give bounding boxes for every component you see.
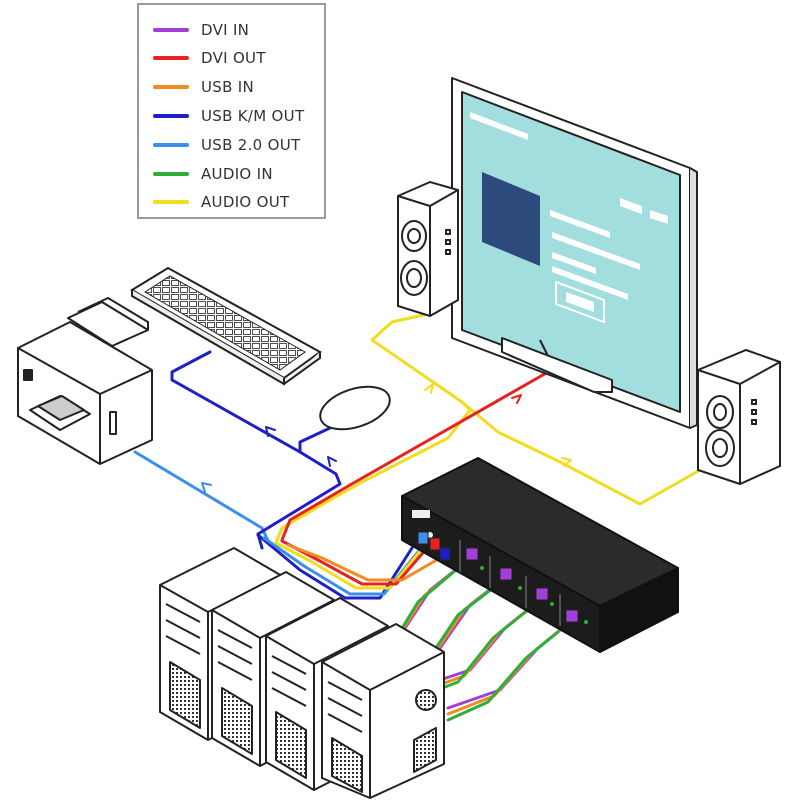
legend-swatch — [153, 200, 189, 204]
dvi-out-cable — [280, 370, 550, 542]
audio-out-cable — [370, 310, 702, 506]
computer-3-cables — [430, 598, 542, 694]
computer-tower-4-icon — [321, 623, 445, 799]
legend-item-dvi-in: DVI IN — [153, 20, 249, 40]
cable-bundle-orange — [286, 543, 442, 582]
legend-item-audio-in: AUDIO IN — [153, 164, 273, 184]
legend-swatch — [153, 85, 189, 89]
legend-item-audio-out: AUDIO OUT — [153, 192, 289, 212]
legend-label: DVI OUT — [201, 49, 266, 67]
audio-out-cable-2 — [273, 400, 472, 547]
legend: DVI IN DVI OUT USB IN USB K/M OUT USB 2.… — [137, 3, 326, 219]
monitor-icon — [451, 77, 698, 429]
legend-label: DVI IN — [201, 21, 250, 39]
legend-swatch — [153, 143, 189, 147]
switch-connectors — [417, 531, 579, 623]
legend-swatch — [153, 172, 189, 176]
speaker-right-icon — [697, 348, 781, 486]
legend-swatch — [153, 28, 189, 32]
speaker-left-icon — [397, 180, 459, 318]
printer-icon — [17, 297, 153, 465]
mouse-icon — [319, 385, 391, 431]
legend-label: USB K/M OUT — [201, 107, 305, 125]
legend-item-usb-km-out: USB K/M OUT — [153, 106, 304, 126]
direction-arrows — [201, 383, 572, 493]
computer-4-cables — [446, 620, 572, 722]
usb-km-cable-keyboard — [170, 350, 342, 550]
legend-swatch — [153, 56, 189, 60]
legend-label: AUDIO OUT — [201, 193, 290, 211]
cable-bundle-red — [280, 538, 436, 586]
cable-bundle-yellow — [274, 541, 428, 590]
usb-2-cable — [133, 450, 272, 547]
usb-km-cable-mouse — [298, 426, 332, 454]
legend-label: USB 2.0 OUT — [201, 136, 301, 154]
legend-label: USB IN — [201, 78, 255, 96]
legend-item-dvi-out: DVI OUT — [153, 48, 266, 68]
keyboard-icon — [130, 266, 322, 386]
legend-item-usb-2-out: USB 2.0 OUT — [153, 135, 300, 155]
legend-swatch — [153, 114, 189, 118]
legend-item-usb-in: USB IN — [153, 77, 254, 97]
legend-label: AUDIO IN — [201, 165, 273, 183]
